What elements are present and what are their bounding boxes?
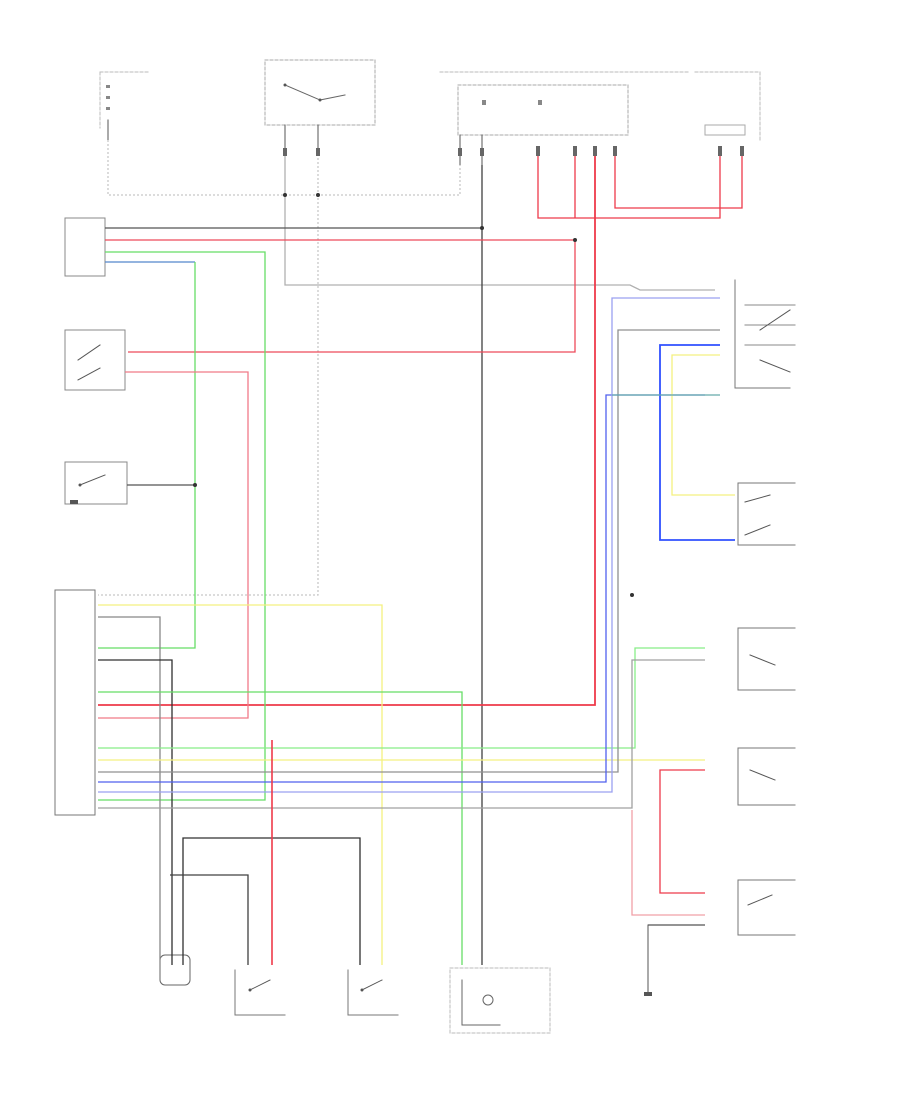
wire-green-mod2 <box>98 647 705 749</box>
solenoid-assembly <box>159 954 191 986</box>
wire-gray-mod <box>98 616 161 965</box>
wire-red-fuse-loop <box>537 150 721 219</box>
shift-lock-switch <box>737 879 796 936</box>
wire-black-sw1 <box>170 874 249 965</box>
output-speed-sensor <box>449 967 551 1034</box>
wire-red-ess <box>105 239 576 353</box>
ground-point <box>644 924 652 996</box>
wire-gray-ign2 <box>98 150 319 596</box>
pressure-switch <box>737 747 796 806</box>
wire-green-ess2 <box>98 262 196 649</box>
wire-yellow-ts <box>671 354 735 496</box>
trans-control-module <box>54 589 96 816</box>
wire-pink-sl <box>631 810 705 916</box>
engine-speed-sensor <box>64 217 106 277</box>
fuse-block-left <box>99 71 151 141</box>
splice-points <box>193 193 634 597</box>
brake-switch <box>737 482 796 546</box>
kickdown-switch <box>64 329 126 391</box>
wire-pink-kd <box>98 371 249 719</box>
wire-red-fuse-b <box>614 150 743 209</box>
wire-black-mod <box>98 659 173 965</box>
overdrive-switch <box>64 461 128 505</box>
wire-lightblue-mod <box>98 297 720 793</box>
wire-gray-ign <box>284 150 715 291</box>
temp-switch <box>737 627 796 691</box>
fuse-block-center <box>439 71 691 166</box>
wire-green-mod <box>98 691 463 965</box>
wire-yellow-mod <box>98 604 383 965</box>
shift-switch-2 <box>347 969 399 1016</box>
wire-gray-top <box>107 140 461 196</box>
wire-red-long <box>98 150 596 706</box>
connector-pins <box>283 146 744 156</box>
ignition-switch <box>264 59 376 151</box>
fuse-block-right <box>694 71 761 141</box>
wire-gray-mod3 <box>98 659 705 809</box>
wire-blue-ts <box>659 344 735 541</box>
wire-gray-mod2 <box>98 329 720 773</box>
shift-switch-1 <box>234 969 286 1016</box>
wire-red-psw <box>659 769 705 894</box>
transfer-switch <box>734 279 796 389</box>
wire-blue-mod <box>98 394 705 783</box>
wire-green-ess <box>98 251 266 801</box>
